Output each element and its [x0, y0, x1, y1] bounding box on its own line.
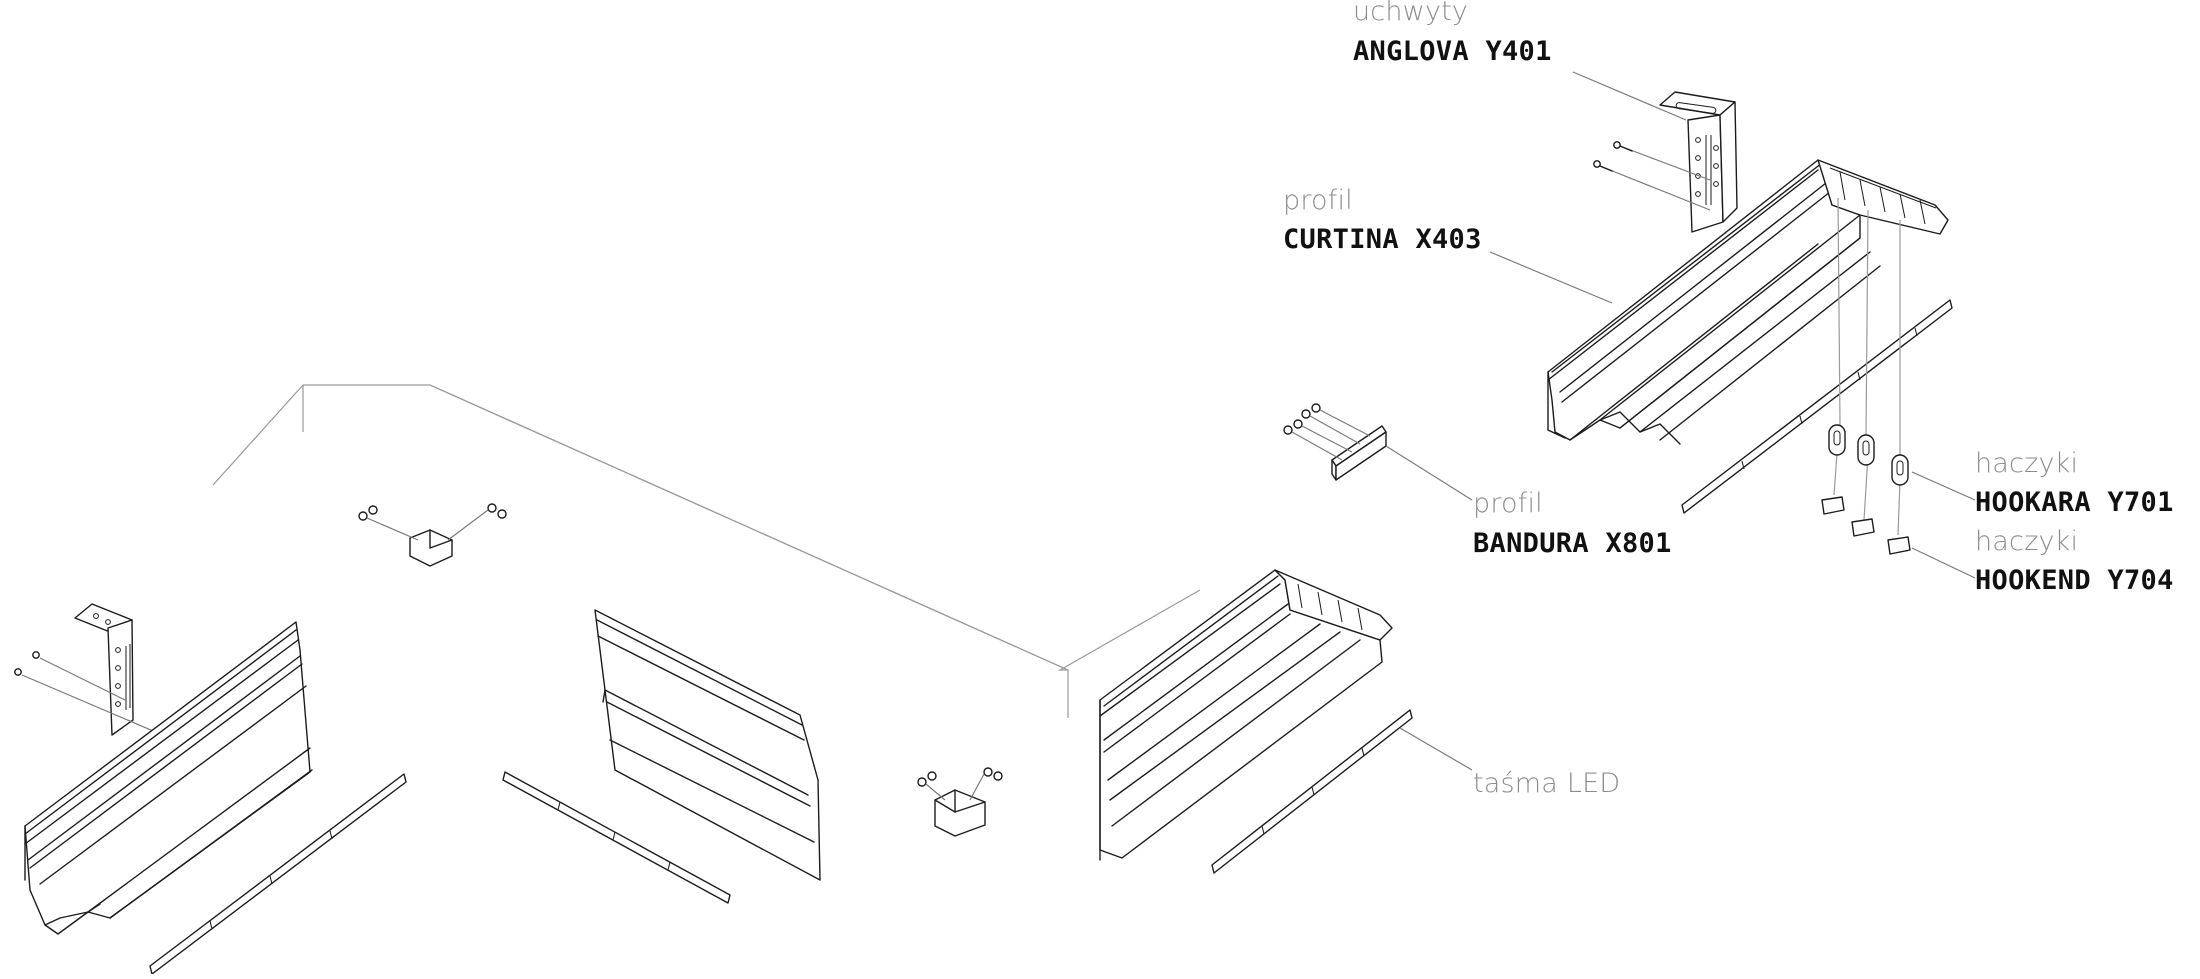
label-leaders — [1489, 71, 1687, 304]
hookend-category-label: haczyki — [1975, 526, 2079, 557]
anglova-bracket-left — [14, 603, 187, 746]
led-strip-top — [1681, 299, 1953, 514]
corner-connector-left — [358, 503, 507, 567]
hookara-product-label: HOOKARA Y701 — [1975, 487, 2174, 518]
anglova-product-label: ANGLOVA Y401 — [1353, 36, 1552, 67]
anglova-category-label: uchwyty — [1353, 0, 1469, 27]
profile-middle-right — [1099, 569, 1473, 874]
bandura-product-label: BANDURA X801 — [1473, 528, 1672, 559]
hooks-top — [1821, 197, 1976, 579]
hookara-category-label: haczyki — [1975, 448, 2079, 479]
bandura-category-label: profil — [1473, 488, 1543, 519]
curtina-profile-top — [1547, 159, 1949, 445]
room-outline — [212, 384, 1201, 718]
led-strip-label: taśma LED — [1473, 768, 1621, 799]
bandura-cap — [1283, 403, 1473, 501]
profile-middle-center — [502, 609, 821, 904]
corner-connector-right — [917, 767, 1003, 837]
curtina-product-label: CURTINA X403 — [1283, 224, 1482, 255]
hookend-product-label: HOOKEND Y704 — [1975, 565, 2174, 596]
anglova-bracket-top — [1593, 91, 1738, 233]
curtina-category-label: profil — [1283, 185, 1353, 216]
profile-left — [24, 621, 407, 975]
